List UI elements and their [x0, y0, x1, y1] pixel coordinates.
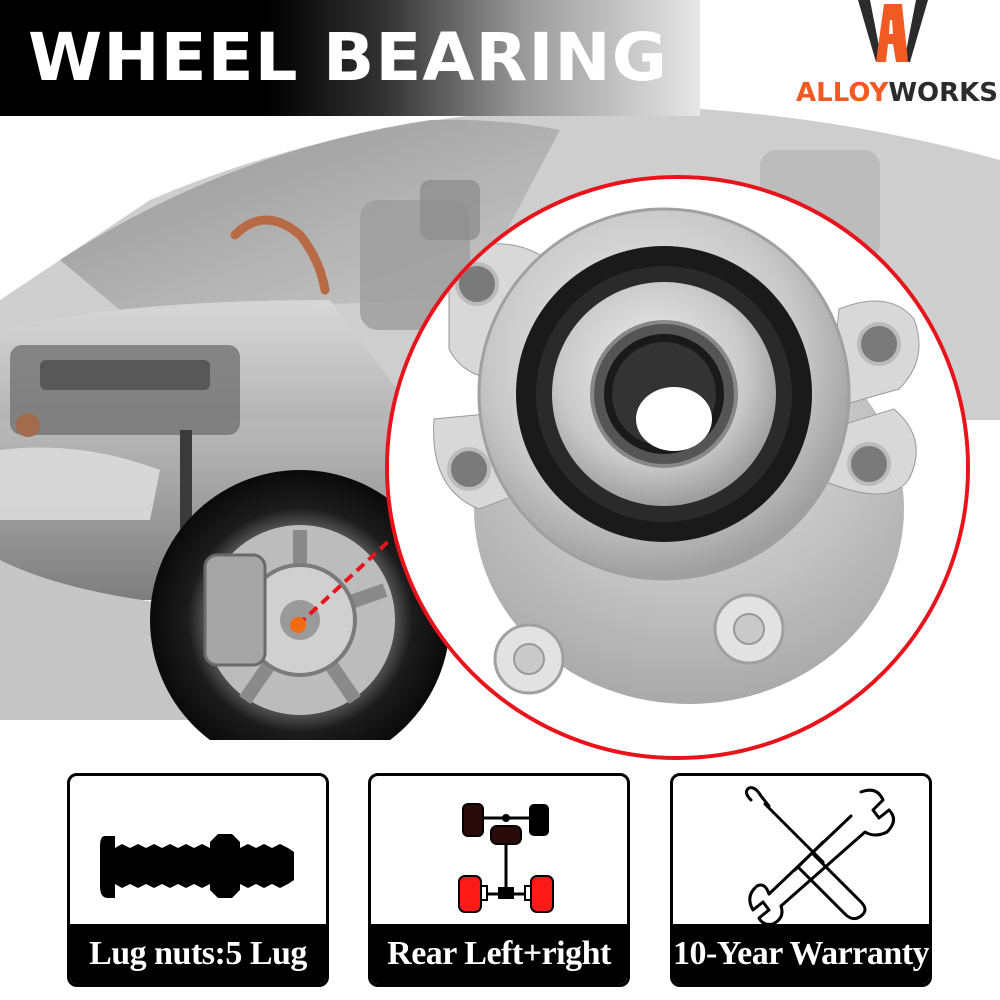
lug-bolt-icon [100, 834, 294, 898]
feature-card-lug-nuts: Lug nuts:5 Lug [67, 773, 329, 987]
drivetrain-rear-wheels-icon [458, 803, 554, 913]
brand-name-alloy: ALLOY [796, 78, 889, 108]
page-title: WHEEL BEARING [28, 19, 669, 96]
feature-label: Rear Left+right [371, 924, 627, 984]
feature-label: Lug nuts:5 Lug [70, 924, 326, 984]
feature-label: 10-Year Warranty [673, 924, 929, 984]
wheel-hub-bearing-image [389, 179, 966, 756]
alloyworks-logo-icon [858, 0, 928, 62]
feature-card-rear-position: Rear Left+right [368, 773, 630, 987]
brand-name: ALLOYWORKS [796, 78, 998, 108]
feature-card-warranty: 10-Year Warranty [670, 773, 932, 987]
product-callout-circle [385, 175, 970, 760]
brand-name-works: WORKS [888, 78, 999, 108]
title-banner: WHEEL BEARING [0, 0, 700, 116]
wrench-screwdriver-icon [744, 786, 895, 926]
wheel-location-marker [290, 617, 306, 633]
